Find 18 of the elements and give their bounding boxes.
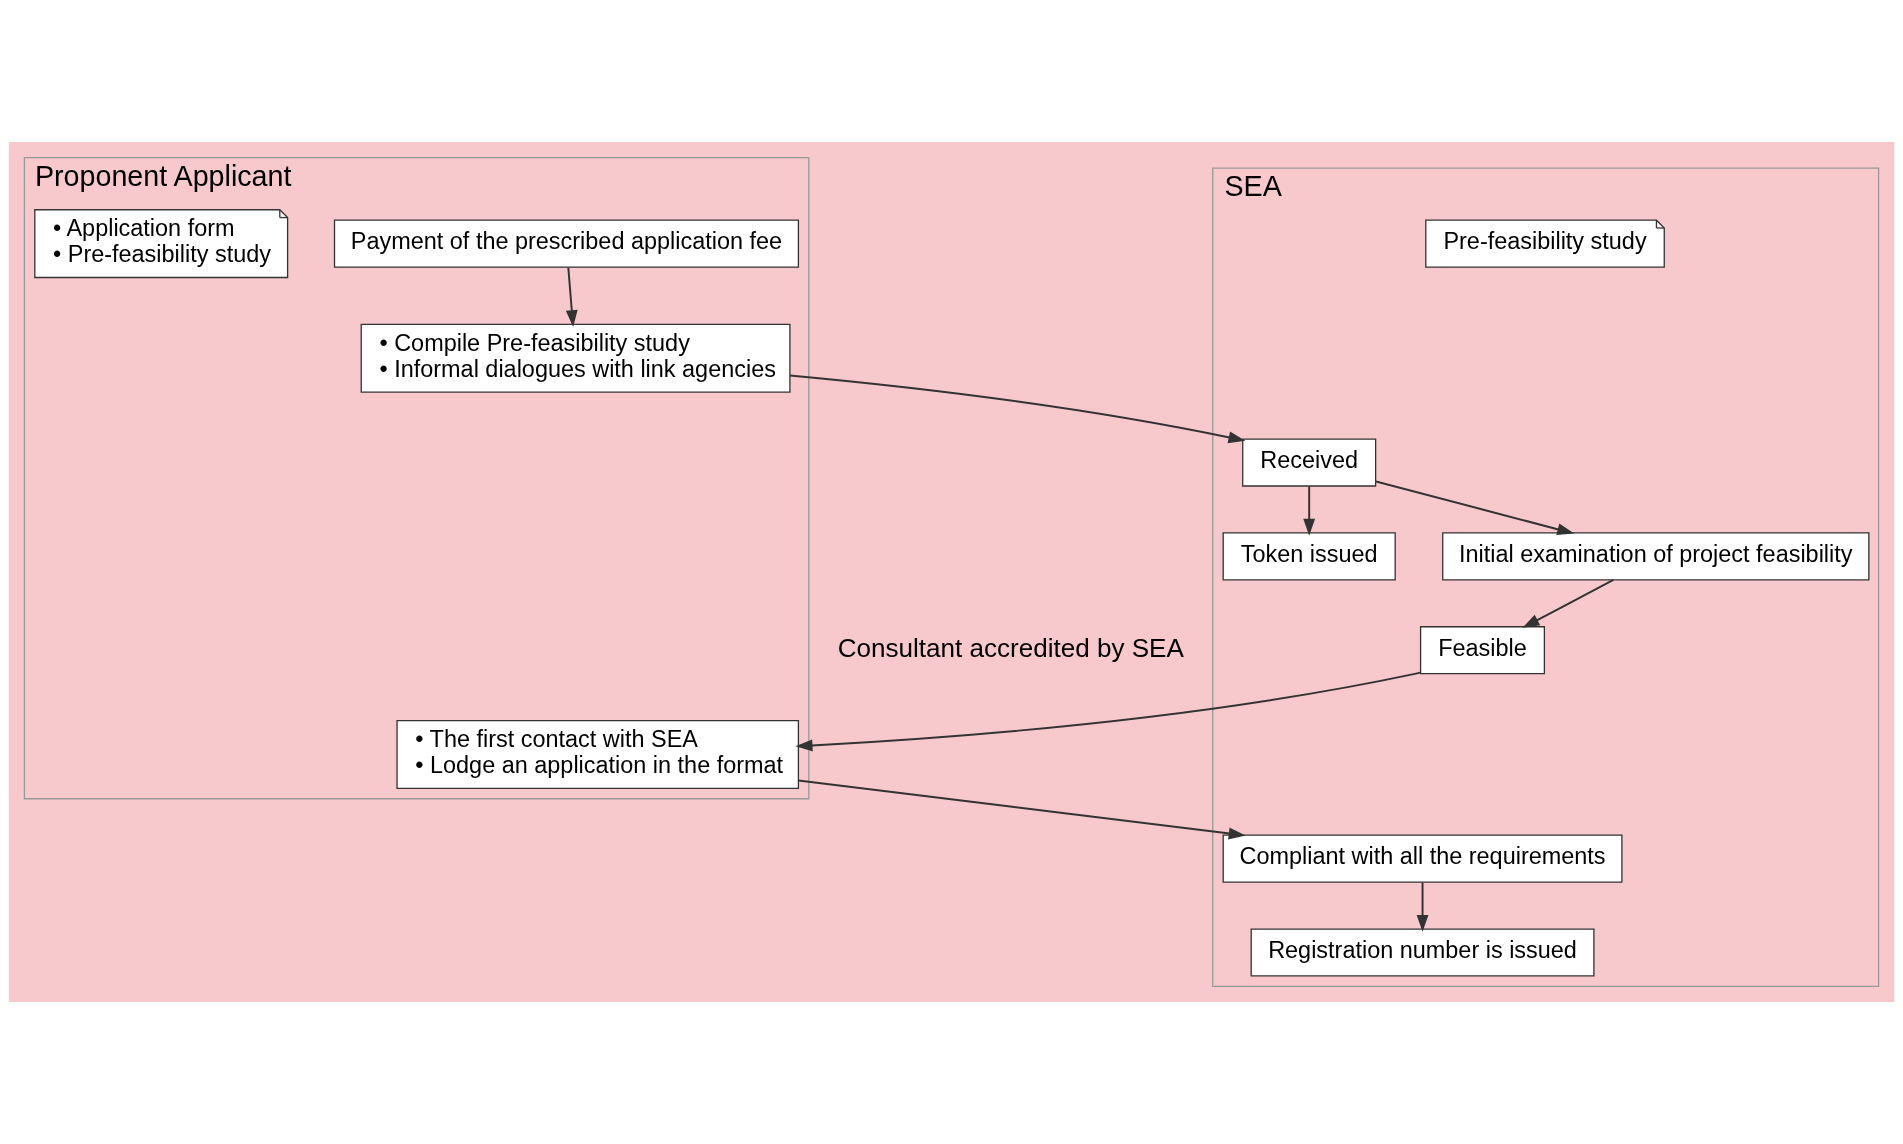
arrow	[795, 671, 1422, 752]
node-box: Initial examination of project feasibility	[1442, 532, 1870, 581]
arrow	[1416, 881, 1429, 932]
node-box: Compliant with all the requirements	[1222, 834, 1623, 883]
node-box: Received	[1242, 438, 1377, 487]
arrow	[1303, 485, 1316, 536]
node-box: Payment of the prescribed application fee	[333, 219, 800, 268]
label: Consultant accredited by SEA	[837, 632, 1184, 663]
node-box: Registration number is issued	[1250, 928, 1595, 977]
arrow	[1522, 579, 1615, 628]
arrow	[565, 266, 578, 328]
arrow	[1375, 480, 1575, 536]
node-box: Token issued	[1222, 532, 1396, 581]
node-box: Feasible	[1419, 626, 1546, 675]
node-box: • The first contact with SEA • Lodge an application in the format	[396, 719, 800, 789]
arrow	[797, 779, 1246, 840]
arrow	[788, 374, 1246, 444]
node-box: • Compile Pre-feasibility study • Informal dialogues with link agencies	[360, 323, 791, 393]
